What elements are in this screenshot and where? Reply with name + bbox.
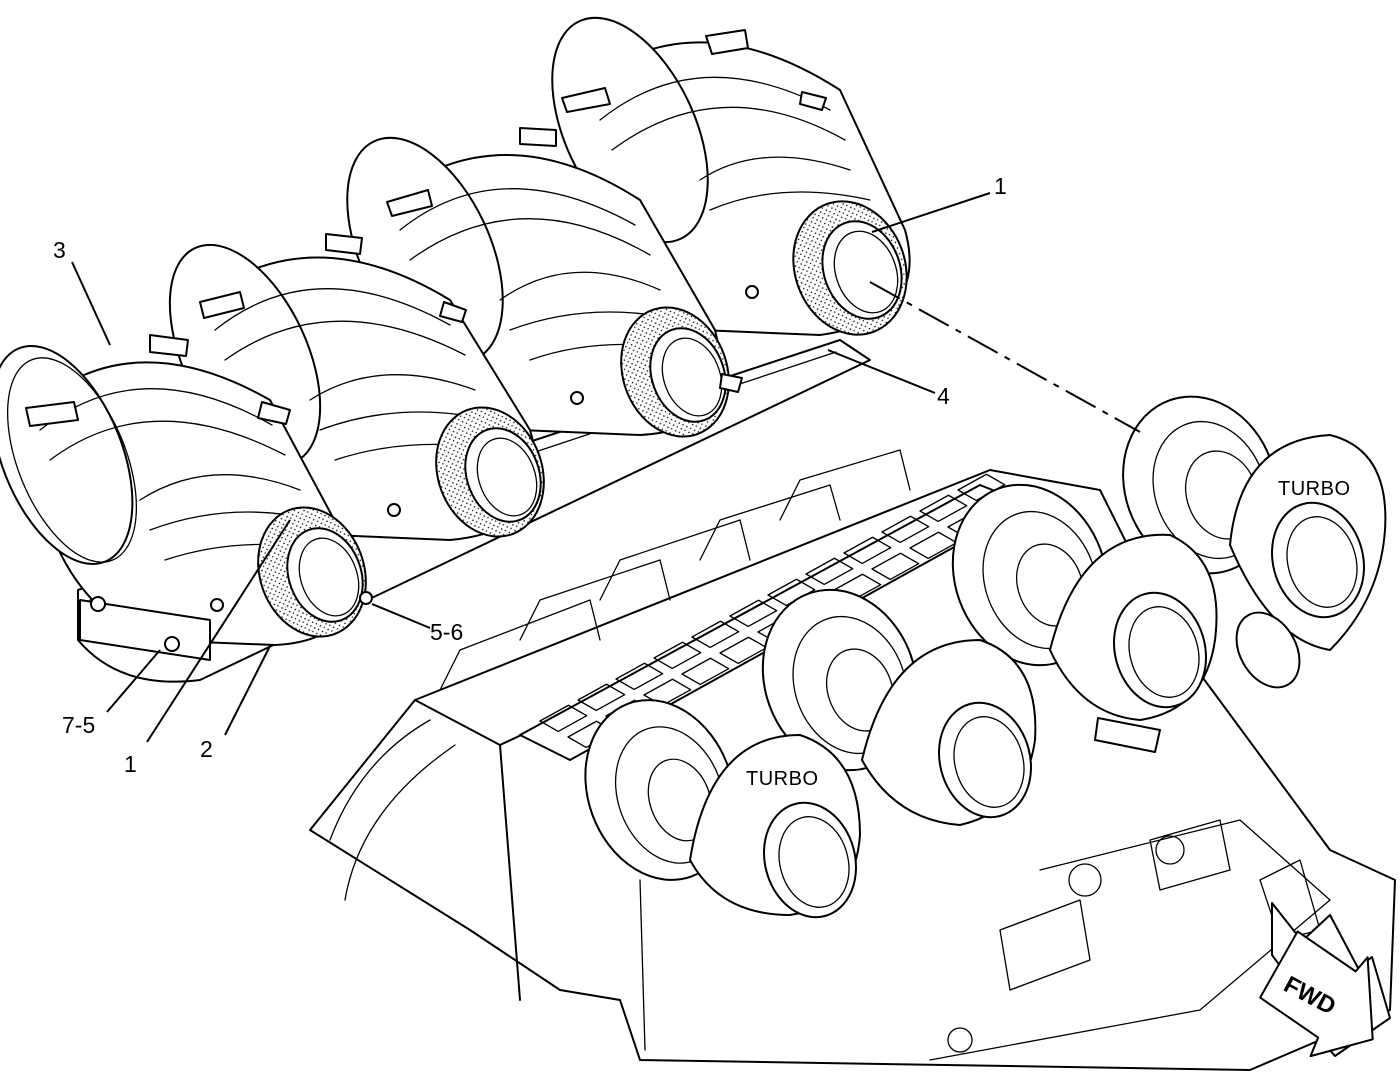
callout-1-bottom: 1 xyxy=(124,751,137,777)
manifold-port xyxy=(767,578,816,607)
turbo-label-rear: TURBO xyxy=(1278,478,1351,500)
forward-arrow-icon: FWD xyxy=(1259,902,1391,1058)
manifold-port xyxy=(919,494,968,523)
callout-2: 2 xyxy=(200,736,213,762)
air-cleaner-canister xyxy=(0,334,373,661)
manifold-port xyxy=(615,662,664,691)
leader-lines xyxy=(71,192,991,743)
manifold-port xyxy=(653,641,702,670)
callout-7-5: 7-5 xyxy=(62,712,95,738)
manifold-port xyxy=(577,683,626,712)
callout-3: 3 xyxy=(53,237,66,263)
manifold-port xyxy=(881,515,930,544)
manifold-port xyxy=(871,552,920,581)
turbocharger xyxy=(1122,395,1387,689)
manifold-port xyxy=(691,620,740,649)
manifold-port xyxy=(843,536,892,565)
callout-1-top: 1 xyxy=(994,173,1007,199)
callout-5-6: 5-6 xyxy=(430,619,463,645)
alignment-centerline xyxy=(869,281,1141,433)
manifold-port xyxy=(957,473,1006,502)
callout-labels: 1 3 4 5-6 7-5 1 2 xyxy=(53,173,1007,777)
turbocharger xyxy=(761,588,1037,826)
manifold-port xyxy=(729,599,778,628)
turbocharger xyxy=(584,699,861,919)
manifold-port xyxy=(805,557,854,586)
turbo-label-front: TURBO xyxy=(746,768,819,790)
turbocharger xyxy=(951,483,1218,753)
manifold-port xyxy=(539,704,588,733)
manifold-port xyxy=(681,657,730,686)
callout-4: 4 xyxy=(937,383,950,409)
